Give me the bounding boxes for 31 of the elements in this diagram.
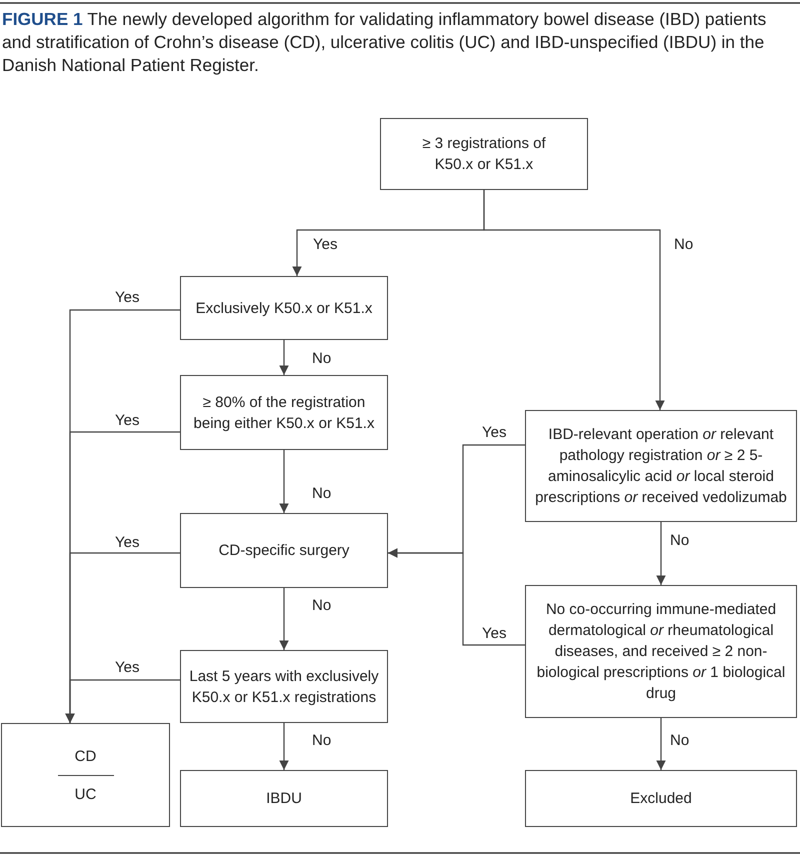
process-box [380,118,588,190]
arrow [279,340,289,375]
process-box [180,650,388,723]
node-text: UC [74,784,96,804]
arrow [279,450,289,513]
node-text: IBD-relevant operation or relevant pathology registration or ≥ 2 5-aminosalicylic acid or local steroid prescriptions or received vedolizumab [534,425,788,508]
process-box [180,276,388,340]
node-text: CD [74,746,96,766]
process-box [525,585,797,718]
arrow [279,588,289,650]
process-box [525,410,797,522]
node-text: ≥ 3 registrations of K50.x or K51.x [421,134,547,175]
node-text: CD-specific surgery [218,541,350,561]
arrow [65,679,180,723]
arrow [483,190,665,410]
node-text: Last 5 years with exclusively K50.x or K51.x registrations [189,666,379,708]
node-text: Excluded [630,789,692,809]
node-text: Exclusively K50.x or K51.x [196,298,372,318]
arrow [656,718,666,770]
process-box [525,770,797,827]
node-text: ≥ 80% of the registration being either K50.x or K51.x [192,392,376,434]
process-box [180,375,388,450]
process-box [1,723,170,827]
node-text: IBDU [266,789,302,809]
figure-title: FIGURE 1 The newly developed algorithm for validating inflammatory bowel disease (IBD) patients and stratification of Crohn’s disease (CD), ulcerative colitis (UC) and IBD-unspecified (IBDU) in the Danish National Patient Register. [2,8,768,77]
arrow [279,723,289,770]
node-text: No co-occurring immune-mediated dermatological or rheumatological diseases, and received ≥ 2 non-biological prescriptions or 1 biological drug [536,600,786,704]
arrow [388,548,525,646]
process-box [180,513,388,588]
arrow [656,522,666,585]
process-box [180,770,388,827]
